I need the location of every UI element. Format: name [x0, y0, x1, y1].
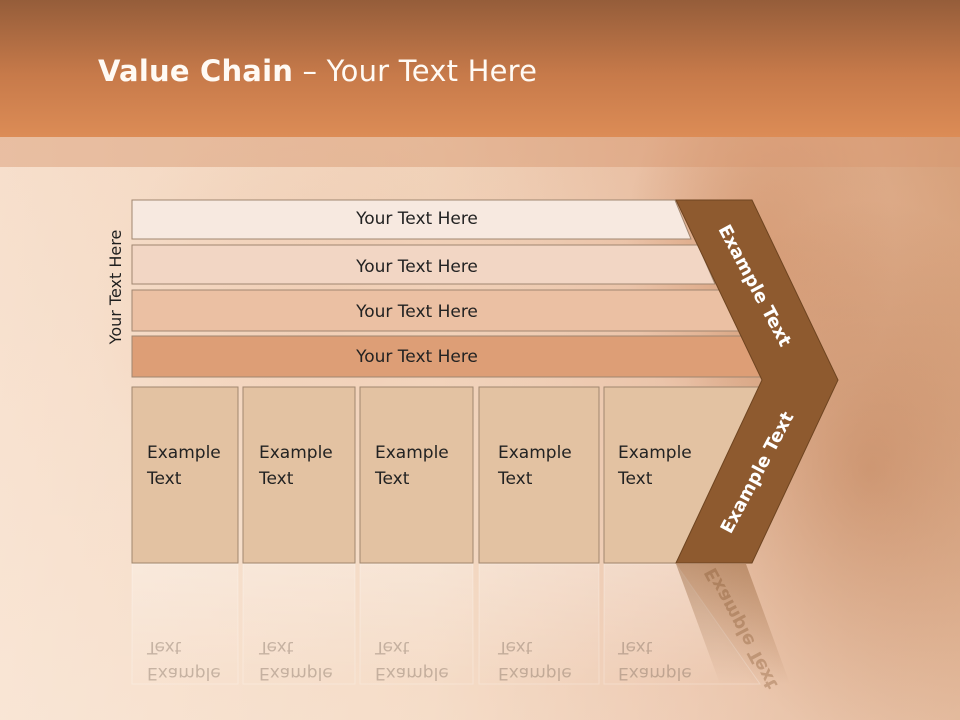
margin-chevron[interactable]: [675, 199, 839, 564]
activity-label-line: Example: [259, 443, 333, 463]
activity-label-line: Text: [259, 469, 294, 489]
activity-label-line: Example: [375, 443, 449, 463]
activity-label-line: Example: [147, 443, 221, 463]
title-bar-strip: [0, 137, 960, 167]
activity-label-line: Text: [498, 469, 533, 489]
box-reflection: [131, 563, 239, 685]
box-reflection: [242, 563, 356, 685]
activity-box-4[interactable]: [478, 386, 600, 564]
activity-label-line: Text: [618, 469, 653, 489]
activity-box-1[interactable]: [131, 386, 239, 564]
row-label-2: Your Text Here: [356, 257, 478, 277]
chevron-reflection: [676, 564, 790, 684]
title-rest: – Your Text Here: [293, 54, 538, 88]
row-bar-1[interactable]: [131, 199, 692, 240]
box-reflection: [359, 563, 474, 685]
row-bar-2[interactable]: [131, 244, 716, 285]
title-bar: [0, 0, 960, 137]
row-label-3: Your Text Here: [356, 302, 478, 322]
activity-label-line: Text: [147, 469, 182, 489]
slide-title[interactable]: Value Chain – Your Text Here: [98, 54, 537, 88]
row-label-4: Your Text Here: [356, 347, 478, 367]
box-reflection: [478, 563, 600, 685]
row-label-1: Your Text Here: [356, 209, 478, 229]
reflection-group: [131, 563, 790, 685]
activity-box-2[interactable]: [242, 386, 356, 564]
activity-box-3[interactable]: [359, 386, 474, 564]
activity-label-line: Example: [618, 443, 692, 463]
activity-label-line: Text: [375, 469, 410, 489]
title-bold: Value Chain: [98, 54, 294, 88]
activity-label-line: Example: [498, 443, 572, 463]
